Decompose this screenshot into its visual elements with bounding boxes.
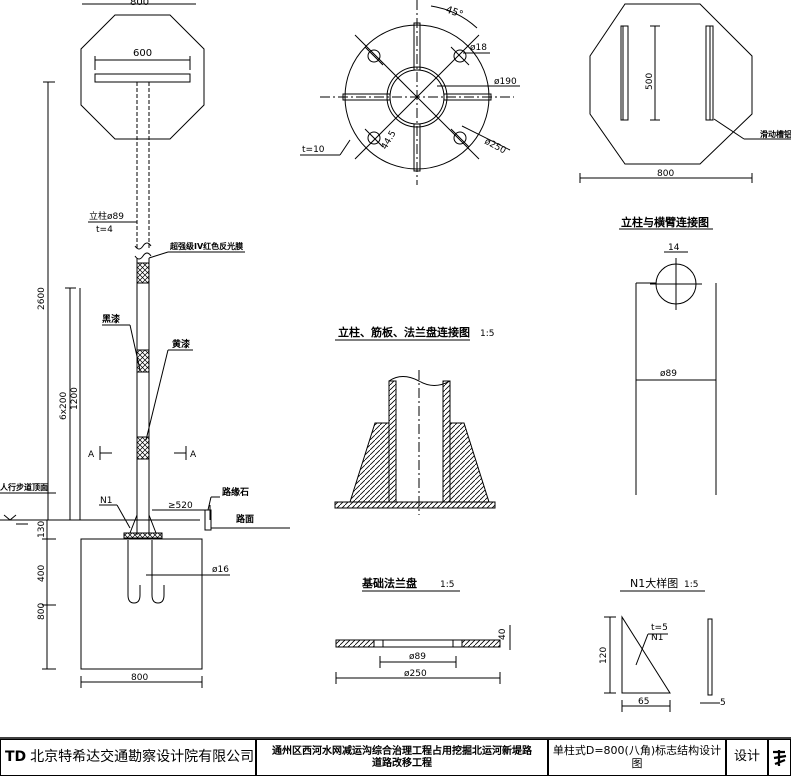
base-flange-t40-label: 40 [498, 628, 508, 640]
company-logo: TD [5, 749, 27, 766]
angle-45-label: 45° [444, 4, 464, 20]
drawing-name-cell: 单柱式D=800(八角)标志结构设计图 [548, 739, 726, 776]
signature-cell [768, 739, 791, 776]
pole-arm-title: 立柱与横臂连接图 [621, 215, 709, 229]
n1-detail-view [604, 590, 720, 712]
anchor-bolt [127, 540, 141, 604]
film-label: 超强级IV红色反光膜 [169, 241, 243, 251]
n1-detail-label: N1 [651, 633, 663, 643]
pole-thickness-label: t=4 [96, 225, 113, 235]
pole-arm-view [619, 228, 717, 495]
dim-400-label: 400 [37, 565, 47, 582]
black-paint-label: 黑漆 [102, 313, 120, 325]
n1-h120-label: 120 [599, 647, 609, 664]
flange-plan-view [300, 0, 520, 185]
sign-back-view [579, 3, 791, 183]
dim-14-label: 14 [668, 243, 680, 253]
drawing-name: 单柱式D=800(八角)标志结构设计图 [552, 743, 722, 770]
rail-label: 滑动槽铝 [760, 129, 791, 139]
n1-label: N1 [100, 496, 112, 506]
base-width-label: 800 [131, 673, 148, 683]
role-label: 设计 [733, 749, 760, 765]
dim-130-label: 130 [37, 521, 47, 538]
curb-label: 路缘石 [222, 486, 249, 498]
section-a-right: A [190, 450, 197, 460]
height-6x200-label: 6x200 [59, 391, 69, 420]
hole-18-label: ø18 [470, 43, 487, 53]
project-line-1: 通州区西河水网减运沟综合治理工程占用挖掘北运河新堤路 [272, 746, 532, 757]
rib-detail-title: 立柱、筋板、法兰盘连接图 [338, 325, 470, 339]
height-1200-label: 1200 [70, 387, 80, 410]
flange-plate [123, 532, 163, 539]
h-500-label: 500 [645, 73, 655, 90]
sign-width-label: 800 [130, 0, 149, 8]
signature-mark [772, 749, 786, 766]
dim-800-vertical-label: 800 [37, 603, 47, 620]
r-44-5-label: 44.5 [380, 129, 399, 151]
road-label: 路面 [236, 513, 254, 525]
cross-arm [94, 73, 191, 83]
pole-label: 立柱ø89 [89, 210, 124, 222]
rib-detail-view [334, 339, 496, 515]
n1-t5-label: t=5 [651, 623, 668, 633]
base-flange-title: 基础法兰盘 [361, 576, 417, 590]
d-190-label: ø190 [494, 77, 517, 87]
t-10-label: t=10 [302, 145, 325, 155]
company-cell: TD 北京特希达交通勘察设计院有限公司 [0, 739, 256, 776]
n1-w5-label: 5 [720, 698, 726, 708]
anchor-16-label: ø16 [212, 565, 229, 575]
sidewalk-label: 人行步道顶面 [0, 482, 48, 492]
n1-detail-title: N1大样图 [630, 576, 678, 590]
rib-detail-scale: 1:5 [480, 329, 494, 339]
reflective-band [136, 349, 150, 373]
reflective-band [136, 262, 150, 284]
base-flange-d250-label: ø250 [404, 669, 427, 679]
gap-520-label: ≥520 [168, 501, 193, 511]
company-name: 北京特希达交通勘察设计院有限公司 [30, 749, 255, 766]
base-flange-scale: 1:5 [440, 580, 454, 590]
project-cell: 通州区西河水网减运沟综合治理工程占用挖掘北运河新堤路 道路改移工程 [256, 739, 548, 776]
w-800-label: 800 [657, 169, 674, 179]
n1-detail-scale: 1:5 [684, 580, 698, 590]
d-250-label: ø250 [483, 137, 508, 157]
reflective-band [136, 436, 150, 460]
elevation-view [0, 3, 290, 688]
n1-w65-label: 65 [638, 697, 649, 707]
project-line-2: 道路改移工程 [372, 757, 432, 769]
yellow-paint-label: 黄漆 [172, 338, 190, 350]
section-a-left: A [88, 450, 95, 460]
foundation [80, 538, 203, 670]
pole-arm-d89-label: ø89 [660, 369, 677, 379]
base-flange-view [335, 590, 511, 684]
anchor-bolt [151, 540, 165, 604]
inner-width-label: 600 [133, 48, 152, 59]
role-cell: 设计 [726, 739, 768, 776]
height-2600-label: 2600 [37, 287, 47, 310]
sign-octagon [80, 14, 205, 140]
base-flange-d89-label: ø89 [409, 652, 426, 662]
